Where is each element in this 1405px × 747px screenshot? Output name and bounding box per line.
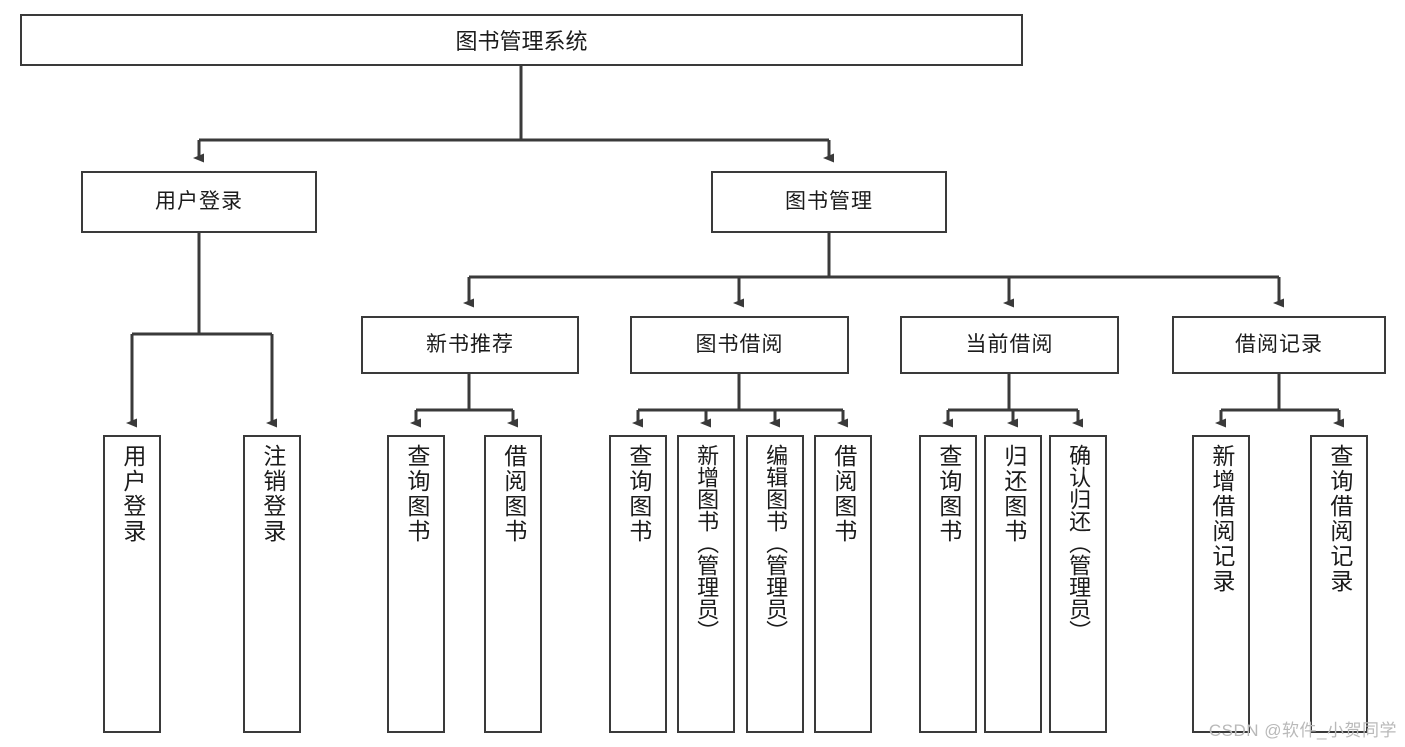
node-current-borrow[interactable]: 当前借阅 (900, 316, 1119, 374)
node-book-borrow[interactable]: 图书借阅 (630, 316, 849, 374)
leaf-return-book-label: 归还图书 (1000, 444, 1027, 544)
leaf-current-query-book[interactable]: 查询图书 (919, 435, 977, 733)
leaf-borrow-query-book[interactable]: 查询图书 (609, 435, 667, 733)
leaf-edit-book-admin[interactable]: 编辑图书（管理员） (746, 435, 804, 733)
leaf-query-borrow-record[interactable]: 查询借阅记录 (1310, 435, 1368, 733)
node-new-book-recommend[interactable]: 新书推荐 (361, 316, 579, 374)
leaf-user-login-label: 用户登录 (119, 444, 146, 544)
leaf-logout[interactable]: 注销登录 (243, 435, 301, 733)
leaf-borrow-book-label: 借阅图书 (830, 444, 857, 544)
node-user-login[interactable]: 用户登录 (81, 171, 317, 233)
leaf-query-borrow-record-label: 查询借阅记录 (1326, 444, 1353, 594)
leaf-borrow-book[interactable]: 借阅图书 (814, 435, 872, 733)
node-new-book-recommend-label: 新书推荐 (426, 333, 514, 357)
leaf-logout-label: 注销登录 (259, 444, 286, 544)
node-user-login-label: 用户登录 (155, 190, 243, 214)
node-book-borrow-label: 图书借阅 (695, 333, 784, 357)
leaf-new-book-borrow-label: 借阅图书 (500, 444, 527, 544)
leaf-add-book-admin-label: 新增图书（管理员） (694, 444, 720, 642)
leaf-return-book[interactable]: 归还图书 (984, 435, 1042, 733)
node-borrow-record[interactable]: 借阅记录 (1172, 316, 1386, 374)
leaf-add-borrow-record[interactable]: 新增借阅记录 (1192, 435, 1250, 733)
leaf-add-borrow-record-label: 新增借阅记录 (1208, 444, 1235, 594)
leaf-new-book-query[interactable]: 查询图书 (387, 435, 445, 733)
leaf-confirm-return-admin-label: 确认归还（管理员） (1066, 444, 1092, 642)
leaf-add-book-admin[interactable]: 新增图书（管理员） (677, 435, 735, 733)
node-root-label: 图书管理系统 (455, 29, 588, 54)
node-book-manage[interactable]: 图书管理 (711, 171, 947, 233)
leaf-confirm-return-admin[interactable]: 确认归还（管理员） (1049, 435, 1107, 733)
node-root-system[interactable]: 图书管理系统 (20, 14, 1023, 66)
leaf-edit-book-admin-label: 编辑图书（管理员） (763, 444, 789, 642)
leaf-new-book-query-label: 查询图书 (403, 444, 430, 544)
watermark-text: CSDN @软件_小贺同学 (1208, 721, 1397, 740)
node-book-manage-label: 图书管理 (785, 190, 873, 214)
leaf-new-book-borrow[interactable]: 借阅图书 (484, 435, 542, 733)
node-borrow-record-label: 借阅记录 (1235, 333, 1323, 357)
node-current-borrow-label: 当前借阅 (965, 333, 1054, 357)
leaf-user-login[interactable]: 用户登录 (103, 435, 161, 733)
leaf-current-query-book-label: 查询图书 (935, 444, 962, 544)
leaf-borrow-query-book-label: 查询图书 (625, 444, 652, 544)
